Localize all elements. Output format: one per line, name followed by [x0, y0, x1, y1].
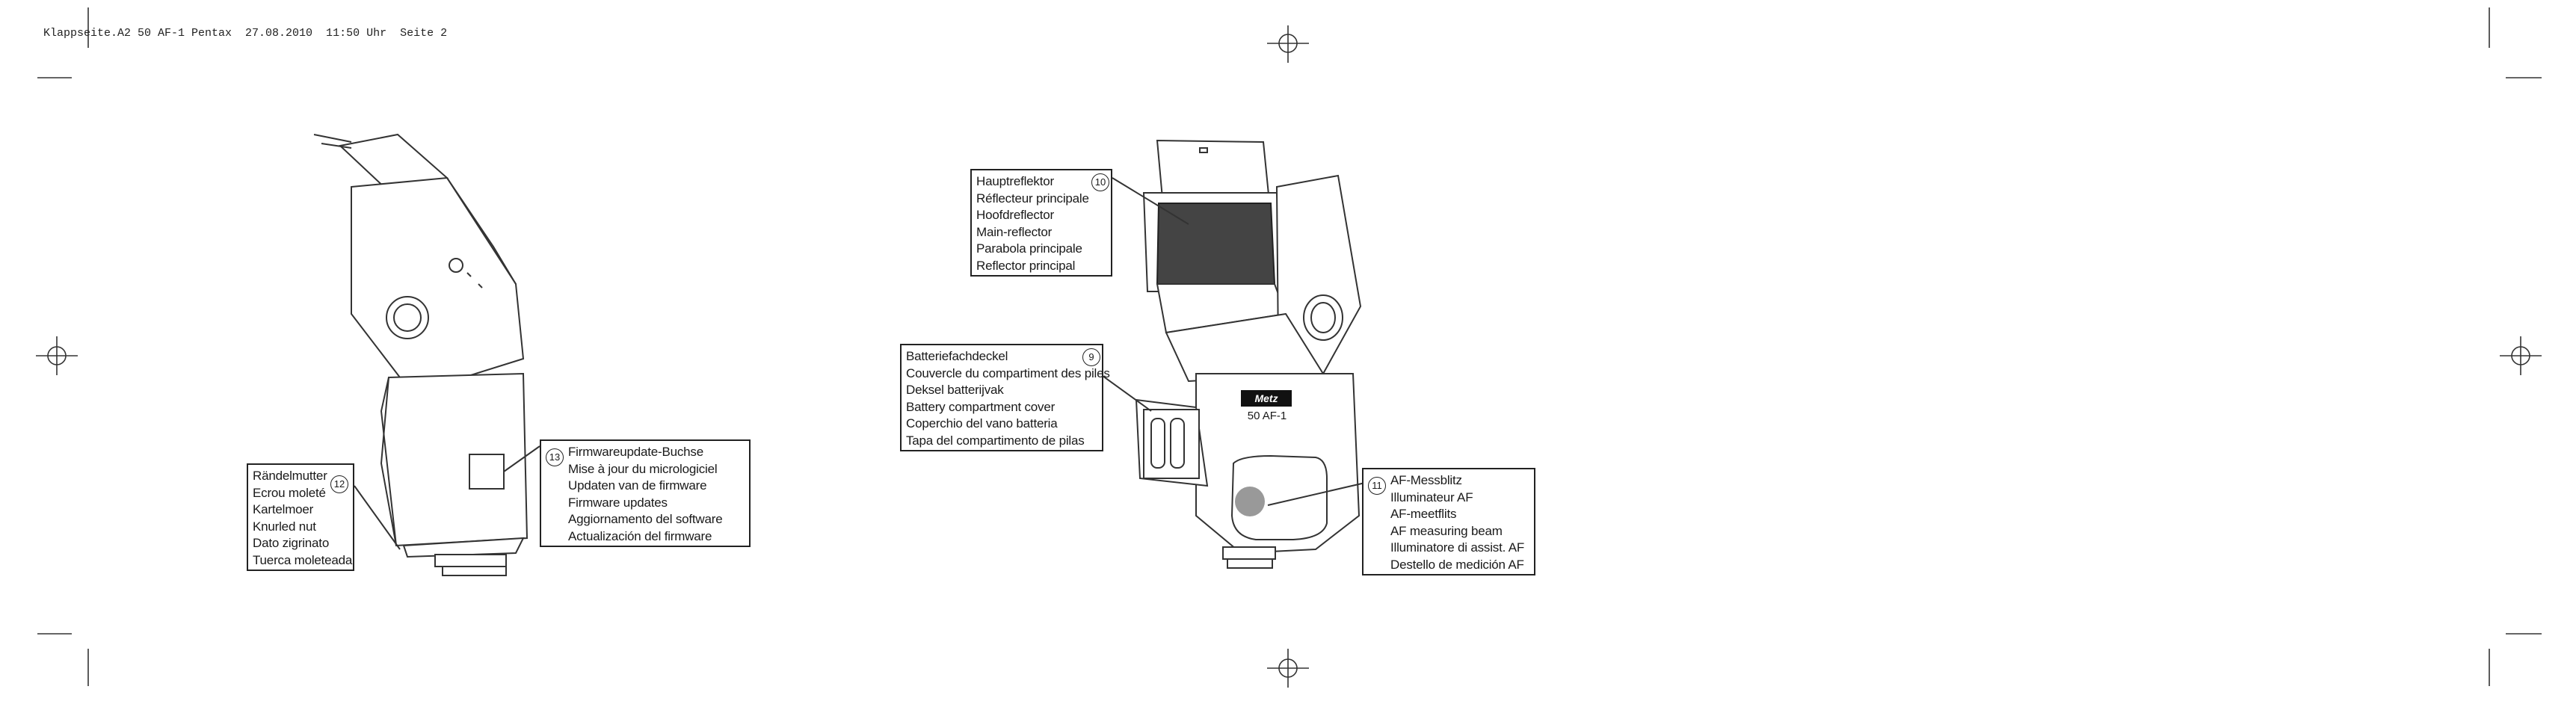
callout-line: Aggiornamento del software — [568, 512, 723, 526]
callout-line: Tuerca moleteada — [253, 552, 353, 567]
callout-line: Firmware updates — [568, 495, 668, 510]
callout-main-reflector: Hauptreflektor Réflecteur principale Hoo… — [970, 169, 1112, 277]
af-measuring-beam-window — [1235, 487, 1265, 516]
callout-line: Dato zigrinato — [253, 536, 330, 550]
callout-firmware-socket: Firmwareupdate-Buchse Mise à jour du mic… — [540, 439, 751, 547]
callout-line: Illuminatore di assist. AF — [1390, 540, 1525, 555]
callout-line: Destello de medición AF — [1390, 557, 1524, 572]
callout-af-beam: AF-Messblitz Illuminateur AF AF-meetflit… — [1362, 468, 1535, 575]
callout-line: Couvercle du compartiment des piles — [906, 365, 1110, 380]
callout-line: Knurled nut — [253, 519, 316, 534]
callout-line: Illuminateur AF — [1390, 490, 1473, 504]
callout-line: Battery compartment cover — [906, 399, 1056, 414]
crop-marks — [37, 7, 2542, 686]
callout-line: Réflecteur principale — [976, 191, 1089, 206]
callout-line: Deksel batterijvak — [906, 383, 1004, 397]
callout-line: Tapa del compartimento de pilas — [906, 433, 1085, 448]
print-header: Klappseite.A2 50 AF-1 Pentax 27.08.2010 … — [43, 27, 448, 40]
callout-line: AF-meetflits — [1390, 507, 1457, 521]
callout-knurled-nut: Rändelmutter Ecrou moleté Kartelmoer Knu… — [247, 463, 354, 571]
callout-line: Batteriefachdeckel — [906, 349, 1008, 363]
callout-number: 11 — [1368, 477, 1386, 495]
callout-line: Updaten van de firmware — [568, 478, 707, 493]
callout-line: AF measuring beam — [1390, 523, 1503, 538]
callout-line: Hauptreflektor — [976, 174, 1054, 188]
callout-line: Hoofdreflector — [976, 208, 1054, 222]
callout-battery-cover: Batteriefachdeckel Couvercle du comparti… — [900, 344, 1110, 451]
callout-number: 10 — [1091, 173, 1109, 191]
callout-number: 9 — [1082, 348, 1100, 366]
registration-mark-bottom — [1267, 649, 1309, 688]
logo-plate — [1241, 390, 1292, 407]
callout-line: Rändelmutter — [253, 469, 327, 483]
callout-line: Main-reflector — [976, 224, 1053, 239]
registration-mark-right — [2500, 336, 2542, 375]
callout-line: Kartelmoer — [253, 502, 314, 516]
callout-line: Mise à jour du micrologiciel — [568, 461, 718, 476]
flash-front-view — [1094, 139, 1366, 569]
callout-line: Parabola principale — [976, 241, 1082, 256]
callout-line: Firmwareupdate-Buchse — [568, 445, 703, 459]
model-name: 50 AF-1 — [1247, 410, 1287, 422]
registration-mark-top — [1267, 25, 1309, 63]
callout-line: Reflector principal — [976, 258, 1076, 273]
registration-mark-left — [36, 336, 78, 375]
callout-number: 13 — [546, 448, 564, 466]
flash-side-view — [313, 133, 540, 576]
callout-line: Ecrou moleté — [253, 485, 326, 500]
callout-number: 12 — [330, 475, 348, 493]
callout-line: Coperchio del vano batteria — [906, 416, 1058, 430]
callout-line: AF-Messblitz — [1390, 473, 1462, 487]
callout-line: Actualización del firmware — [568, 528, 712, 543]
brand-logo: Metz — [1254, 392, 1278, 404]
